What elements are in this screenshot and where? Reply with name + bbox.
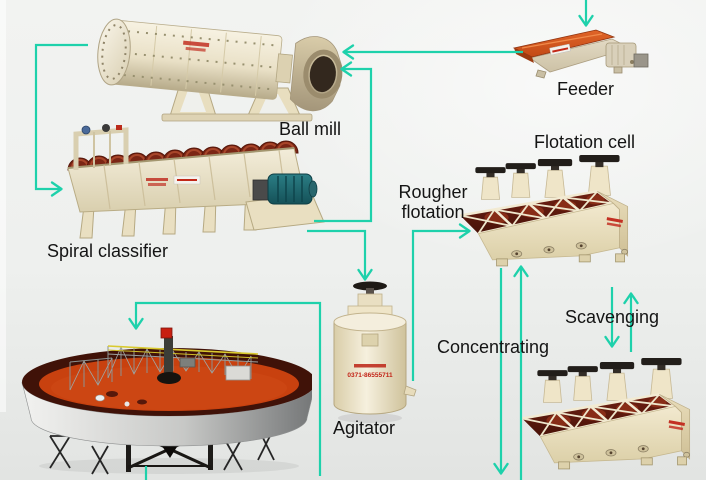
rougher-flotation-label: Rougher flotation <box>398 182 468 223</box>
feeder-image <box>512 29 649 79</box>
flow-classifier-return-to-ball-mill <box>314 61 373 223</box>
flow-agitator-to-rougher <box>411 223 471 381</box>
thickener-image <box>21 327 312 475</box>
agitator-phone-text: 0371-86555711 <box>347 372 393 379</box>
flow-ball-mill-to-classifier <box>34 43 88 197</box>
flotation-cell-label: Flotation cell <box>534 132 636 152</box>
ball-mill-image <box>97 18 343 122</box>
left-edge-artifact <box>0 0 6 412</box>
flow-classifier-to-agitator <box>307 229 373 281</box>
feeder-label: Feeder <box>557 79 615 99</box>
flow-to-thickener <box>128 301 322 476</box>
agitator-label: Agitator <box>333 418 396 438</box>
ball-mill-label: Ball mill <box>279 119 342 139</box>
scavenging-label: Scavenging <box>565 307 660 327</box>
concentrating-label: Concentrating <box>437 337 550 357</box>
agitator-image: 0371-86555711 <box>333 281 417 423</box>
spiral-classifier-label: Spiral classifier <box>47 241 169 261</box>
spiral-classifier-image <box>67 124 325 239</box>
